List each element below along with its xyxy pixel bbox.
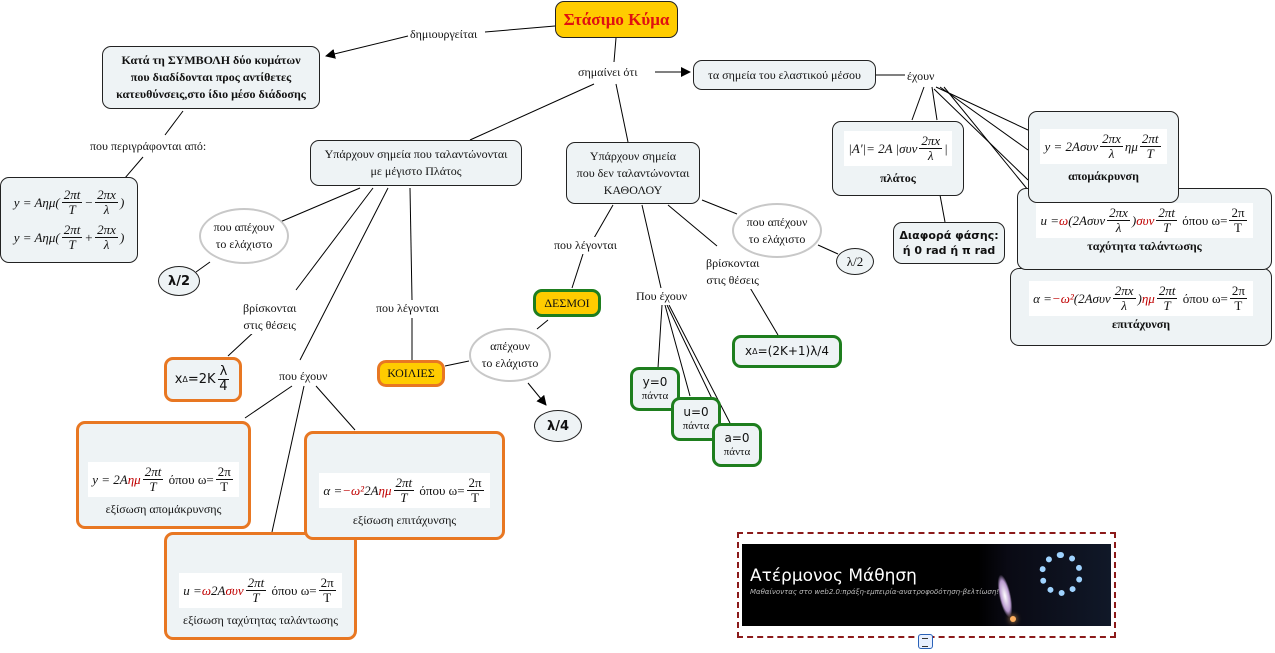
antinodes-text: ΚΟΙΛΙΕΣ xyxy=(387,366,435,380)
collision-text: Κατά τη ΣΥΜΒΟΛΗ δύο κυμάτων που διαδίδον… xyxy=(116,53,306,101)
caption-eq-acceleration: εξίσωση επιτάχυνσης xyxy=(352,513,457,527)
star-graphic xyxy=(1010,616,1016,622)
node-half-lambda-right[interactable]: λ/2 xyxy=(836,248,874,275)
a-zero-text: a=0 xyxy=(724,431,750,445)
link-label-called-left: που λέγονται xyxy=(376,300,439,317)
link-label-means: σημαίνει ότι xyxy=(578,64,638,81)
min-distance-right-text: που απέχουν το ελάχιστο xyxy=(746,214,808,246)
antinode-pos-sub: Δ xyxy=(182,375,188,384)
nodes-text: ΔΕΣΜΟΙ xyxy=(544,295,590,310)
phase-diff-line2: ή 0 rad ή π rad xyxy=(902,244,996,257)
min-distance-mid-text: απέχουν το ελάχιστο xyxy=(481,339,539,370)
link-label-have-left: που έχουν xyxy=(279,368,328,385)
y-zero-always: πάντα xyxy=(641,390,669,402)
link-label-described-by: που περιγράφονται από: xyxy=(90,138,207,155)
node-no-oscillation[interactable]: Υπάρχουν σημεία που δεν ταλαντώνονται ΚΑ… xyxy=(566,142,700,204)
no-oscillation-text: Υπάρχουν σημεία που δεν ταλαντώνονται ΚΑ… xyxy=(576,148,690,197)
node-min-distance-left[interactable]: που απέχουν το ελάχιστο xyxy=(199,208,289,264)
node-min-distance-right[interactable]: που απέχουν το ελάχιστο xyxy=(732,203,822,258)
node-collision[interactable]: Κατά τη ΣΥΜΒΟΛΗ δύο κυμάτων που διαδίδον… xyxy=(102,46,320,109)
quarter-lambda-text: λ/4 xyxy=(546,418,570,434)
galaxy-ring-graphic xyxy=(1039,552,1083,596)
caption-eq-velocity: εξίσωση ταχύτητας ταλάντωσης xyxy=(183,613,338,627)
antinode-pos-lambda: λ xyxy=(217,364,230,380)
node-pos-rhs: =(2K+1)λ/4 xyxy=(757,344,829,358)
attached-document-icon[interactable] xyxy=(918,634,933,649)
central-topic-label: Στάσιμο Κύμα xyxy=(563,10,670,29)
phase-diff-line1: Διαφορά φάσης: xyxy=(899,229,999,242)
central-topic-standing-wave[interactable]: Στάσιμο Κύμα xyxy=(555,1,678,38)
medium-points-text: τα σημεία του ελαστικού μέσου xyxy=(708,67,861,82)
link-label-have-top: έχουν xyxy=(907,68,935,85)
y-zero-text: y=0 xyxy=(642,375,668,389)
node-max-amplitude[interactable]: Υπάρχουν σημεία που ταλαντώνονται με μέγ… xyxy=(310,140,522,186)
node-quarter-lambda[interactable]: λ/4 xyxy=(534,410,582,442)
min-distance-left-text: που απέχουν το ελάχιστο xyxy=(213,220,275,251)
link-label-creates: δημιουργείται xyxy=(410,26,478,43)
banner-title: Ατέρμονος Μάθηση xyxy=(750,566,917,586)
antinode-pos-x: x xyxy=(174,372,183,387)
half-lambda-left-text: λ/2 xyxy=(167,273,191,289)
galaxy-spiral-graphic xyxy=(994,573,1016,619)
banner-image: Ατέρμονος Μάθηση Μαθαίνοντας στο web2.0:… xyxy=(742,544,1111,626)
node-nodes[interactable]: ΔΕΣΜΟΙ xyxy=(533,289,601,317)
max-amplitude-text: Υπάρχουν σημεία που ταλαντώνονται με μέγ… xyxy=(324,147,508,178)
caption-eq-displacement: εξίσωση απομάκρυνσης xyxy=(105,502,222,516)
banner-image-frame[interactable]: Ατέρμονος Μάθηση Μαθαίνοντας στο web2.0:… xyxy=(737,532,1116,638)
node-half-lambda-left[interactable]: λ/2 xyxy=(158,266,200,296)
node-phase-difference[interactable]: Διαφορά φάσης: ή 0 rad ή π rad xyxy=(893,222,1005,264)
node-antinodes[interactable]: ΚΟΙΛΙΕΣ xyxy=(377,360,445,387)
node-pos-sub: Δ xyxy=(752,347,758,356)
node-pos-x: x xyxy=(745,344,753,358)
half-lambda-right-text: λ/2 xyxy=(846,253,864,269)
caption-amplitude: πλάτος xyxy=(880,170,916,185)
link-label-have-right: Που έχουν xyxy=(636,288,688,305)
node-min-distance-mid[interactable]: απέχουν το ελάχιστο xyxy=(469,328,551,382)
banner-subtitle: Μαθαίνοντας στο web2.0:πράξη-εμπειρία-αν… xyxy=(750,588,1000,596)
caption-displacement: απομάκρυνση xyxy=(1068,169,1139,183)
link-label-located-right: βρίσκονται στις θέσεις xyxy=(706,255,760,289)
antinode-pos-four: 4 xyxy=(219,379,228,394)
antinode-pos-rhs: =2K xyxy=(187,372,216,387)
u-zero-always: πάντα xyxy=(682,420,710,432)
caption-acceleration: επιτάχυνση xyxy=(1111,317,1171,331)
a-zero-always: πάντα xyxy=(723,446,751,458)
link-label-located-left: βρίσκονται στις θέσεις xyxy=(243,300,297,334)
node-medium-points[interactable]: τα σημεία του ελαστικού μέσου xyxy=(693,60,876,90)
link-label-called-right: που λέγονται xyxy=(554,237,617,254)
u-zero-text: u=0 xyxy=(683,405,709,419)
caption-velocity: ταχύτητα ταλάντωσης xyxy=(1087,239,1202,253)
